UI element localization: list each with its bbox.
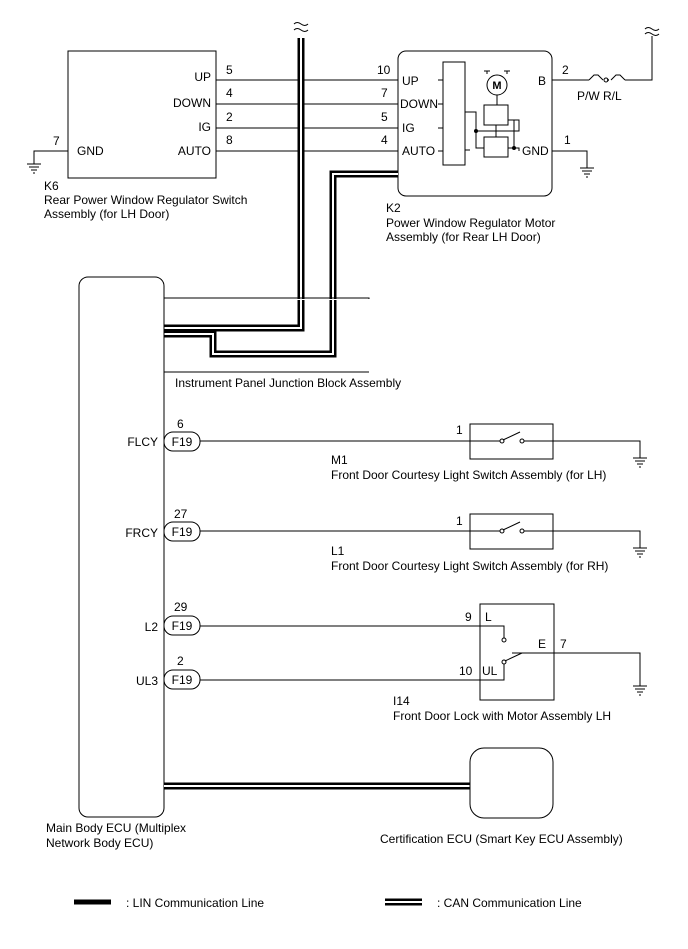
ecu-label-line1: Main Body ECU (Multiplex (46, 821, 186, 835)
k6-body (67, 50, 217, 179)
ecu-label-line2: Network Body ECU) (46, 836, 153, 850)
ecu-pin-ul3-connector: F19 (172, 673, 193, 687)
i14-pin-e-num: 7 (560, 637, 567, 651)
ecu-body (78, 276, 165, 818)
i14-label: Front Door Lock with Motor Assembly LH (393, 709, 611, 723)
k6-pin-down-name: DOWN (173, 96, 211, 110)
k6-label-line2: Assembly (for LH Door) (44, 207, 169, 221)
k2-gnd-num: 1 (564, 133, 571, 147)
junction-block-label: Instrument Panel Junction Block Assembly (175, 376, 401, 390)
ecu-pin-ul3-num: 2 (177, 654, 184, 668)
ecu-pin-l2-num: 29 (174, 600, 188, 614)
certification-ecu: Certification ECU (Smart Key ECU Assembl… (164, 747, 623, 846)
k2-motor-assembly: 10 7 5 4 UP DOWN IG AUTO M (377, 50, 571, 244)
legend: : LIN Communication Line : CAN Communica… (74, 896, 582, 910)
i14-body (479, 603, 555, 701)
k6-ground-symbol (27, 150, 68, 174)
fuse-label: P/W R/L (577, 89, 622, 103)
i14-pin-ul-name: UL (482, 664, 498, 678)
i14-pin-e-name: E (538, 637, 546, 651)
k2-gnd-name: GND (522, 144, 549, 158)
ecu-pin-l2-name: L2 (145, 620, 159, 634)
k6-k2-wires (216, 79, 398, 152)
k6-gnd-name: GND (77, 144, 104, 158)
k6-pin-up-name: UP (194, 70, 211, 84)
k6-pin-ig-num: 2 (226, 110, 233, 124)
k2-pin-down-num: 7 (381, 86, 388, 100)
junction-block: Instrument Panel Junction Block Assembly (163, 297, 401, 390)
m1-code: M1 (331, 453, 348, 467)
k2-pin-auto-name: AUTO (402, 144, 435, 158)
k2-junction-dot-1 (474, 129, 478, 133)
k2-control-module (442, 61, 466, 166)
k2-pin-ig-num: 5 (381, 110, 388, 124)
k6-label-line1: Rear Power Window Regulator Switch (44, 193, 247, 207)
k6-pin-auto-num: 8 (226, 133, 233, 147)
motor-symbol: M (492, 80, 501, 92)
k6-gnd-num: 7 (53, 134, 60, 148)
ecu-pin-l2: L2 29 F19 (145, 600, 201, 636)
ecu-pin-l2-connector: F19 (172, 619, 193, 633)
k2-power-supply-line: P/W R/L (552, 27, 660, 103)
k6-pin-down-num: 4 (226, 86, 233, 100)
ecu-pin-flcy: FLCY 6 F19 (127, 417, 201, 452)
m1-pin-num: 1 (456, 423, 463, 437)
i14-door-lock-assembly: 9 10 L UL E 7 I14 Front Door Lock with M… (200, 603, 647, 723)
k2-body (397, 50, 553, 197)
l1-courtesy-switch: 1 L1 Front Door Courtesy Light Switch As… (200, 513, 647, 573)
main-body-ecu: Main Body ECU (Multiplex Network Body EC… (46, 276, 186, 850)
k2-b-name: B (538, 74, 546, 88)
i14-pin-ul-num: 10 (459, 664, 473, 678)
legend-can-label: : CAN Communication Line (437, 896, 582, 910)
k2-pin-auto-num: 4 (381, 133, 388, 147)
k6-code: K6 (44, 179, 59, 193)
ecu-pin-ul3-name: UL3 (136, 674, 158, 688)
i14-pin-l-num: 9 (465, 610, 472, 624)
i14-code: I14 (393, 694, 410, 708)
k6-pin-ig-name: IG (198, 120, 211, 134)
l1-label: Front Door Courtesy Light Switch Assembl… (331, 559, 608, 573)
l1-code: L1 (331, 544, 345, 558)
ecu-pin-frcy-connector: F19 (172, 525, 193, 539)
cert-ecu-body (469, 747, 554, 819)
i14-pin-l-name: L (485, 610, 492, 624)
ecu-pin-flcy-connector: F19 (172, 435, 193, 449)
ecu-pin-ul3: UL3 2 F19 (136, 654, 201, 690)
k6-pin-up-num: 5 (226, 63, 233, 77)
ecu-pin-flcy-name: FLCY (127, 435, 158, 449)
m1-courtesy-switch: 1 M1 Front Door Courtesy Light Switch As… (200, 423, 647, 482)
ecu-pin-frcy-num: 27 (174, 507, 188, 521)
k2-pin-down-name: DOWN (400, 97, 438, 111)
ecu-pin-frcy: FRCY 27 F19 (125, 507, 201, 542)
k2-pin-up-num: 10 (377, 63, 391, 77)
m1-label: Front Door Courtesy Light Switch Assembl… (331, 468, 606, 482)
k2-pin-up-name: UP (402, 74, 419, 88)
k6-pin-auto-name: AUTO (178, 144, 211, 158)
l1-pin-num: 1 (456, 514, 463, 528)
k2-ground-symbol (552, 150, 594, 178)
cert-ecu-label: Certification ECU (Smart Key ECU Assembl… (380, 832, 623, 846)
k2-pin-ig-name: IG (402, 121, 415, 135)
legend-lin-label: : LIN Communication Line (126, 896, 264, 910)
k2-code: K2 (386, 201, 401, 215)
ecu-pin-flcy-num: 6 (177, 417, 184, 431)
ecu-pin-frcy-name: FRCY (125, 526, 158, 540)
k2-b-num: 2 (562, 63, 569, 77)
k2-label-line2: Assembly (for Rear LH Door) (386, 230, 541, 244)
k2-label-line1: Power Window Regulator Motor (386, 216, 555, 230)
k6-switch-assembly: UP DOWN IG AUTO GND 5 4 2 8 7 K6 Rear Po… (44, 50, 247, 221)
